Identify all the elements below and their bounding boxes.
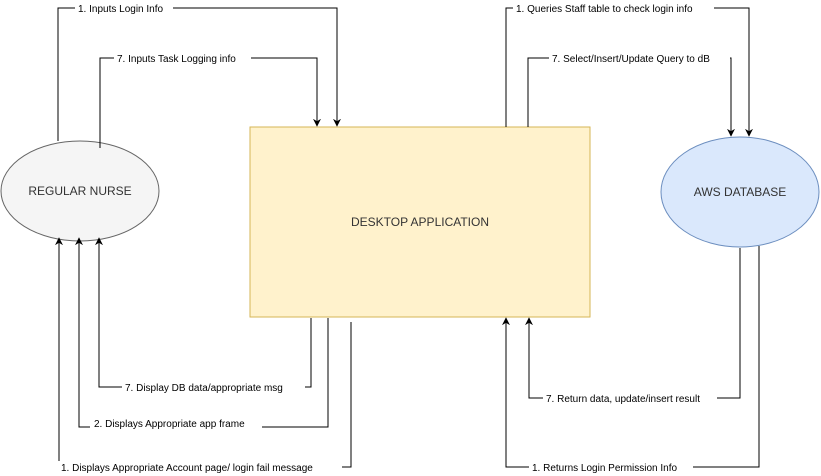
label-db-return-login: 1. Returns Login Permission Info [532, 463, 678, 474]
label-app-display-db: 7. Display DB data/appropriate msg [125, 383, 283, 394]
nurse-node-label: REGULAR NURSE [28, 184, 131, 198]
edge-nurse-login[interactable] [57, 7, 341, 141]
label-app-query-staff: 1. Queries Staff table to check login in… [516, 4, 693, 15]
label-app-display-account: 1. Displays Appropriate Account page/ lo… [61, 463, 313, 474]
label-db-return-data: 7. Return data, update/insert result [546, 394, 700, 405]
db-node-label: AWS DATABASE [694, 185, 786, 199]
label-app-display-frame: 2. Displays Appropriate app frame [94, 419, 245, 430]
edge-app-query-staff[interactable] [505, 7, 753, 137]
label-nurse-task: 7. Inputs Task Logging info [117, 54, 236, 65]
app-node-label: DESKTOP APPLICATION [351, 215, 489, 229]
db-node[interactable] [660, 136, 820, 248]
label-app-query-db: 7. Select/Insert/Update Query to dB [552, 54, 710, 65]
app-node[interactable] [249, 126, 591, 318]
edge-app-query-db[interactable] [527, 57, 735, 137]
label-nurse-login: 1. Inputs Login Info [78, 4, 164, 15]
